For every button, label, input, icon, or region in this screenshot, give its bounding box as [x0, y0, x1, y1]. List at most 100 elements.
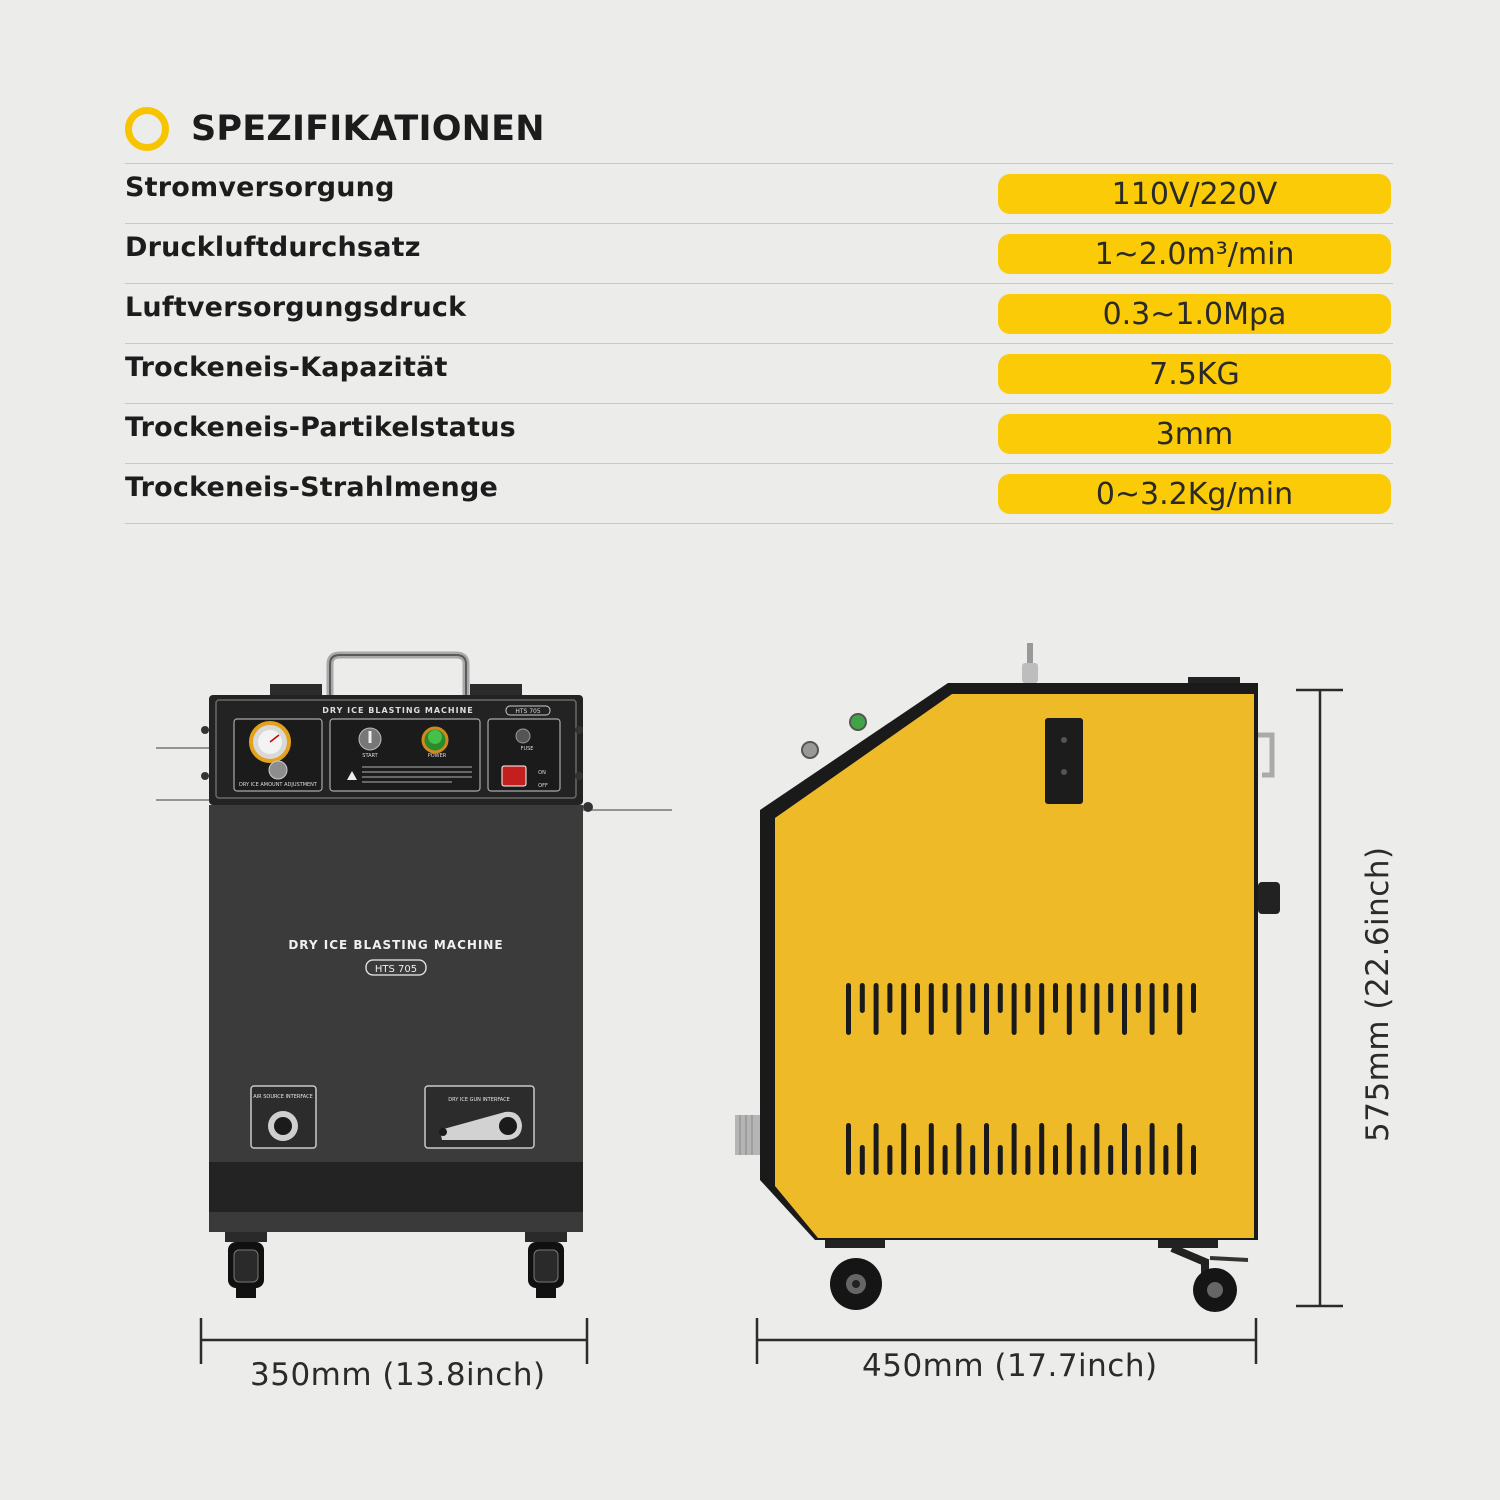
gun-port-icon	[440, 1111, 522, 1140]
vent-slot	[901, 983, 907, 1035]
vent-slot	[1066, 983, 1072, 1035]
side-view	[735, 643, 1280, 1312]
spec-label: Luftversorgungsdruck	[125, 292, 467, 323]
adjust-label: DRY ICE AMOUNT ADJUSTMENT	[239, 782, 318, 788]
on-label: ON	[538, 770, 546, 776]
side-width-dimension: 450mm (17.7inch)	[862, 1348, 1158, 1384]
vent-slot	[970, 983, 976, 1013]
dimension-lines	[199, 688, 1343, 1364]
vent-slots-lower	[846, 1123, 1196, 1175]
vent-slot	[1108, 983, 1114, 1013]
vent-slot	[970, 1145, 976, 1175]
off-label: OFF	[538, 783, 548, 789]
vent-slot	[1191, 1145, 1196, 1175]
vent-slot	[1039, 983, 1045, 1035]
body-model: HTS 705	[375, 964, 417, 975]
panel-model: HTS 705	[515, 708, 541, 715]
vent-slot	[1053, 983, 1058, 1013]
vent-slot	[1094, 983, 1100, 1035]
latch-icon	[1045, 718, 1083, 804]
vent-slot	[859, 983, 865, 1013]
power-label: POWER	[428, 753, 447, 759]
vent-slot	[997, 983, 1003, 1013]
circle-bullet-icon	[125, 107, 169, 151]
vent-slot	[1011, 1123, 1017, 1175]
vent-slot	[984, 983, 989, 1035]
vent-slot	[1025, 1145, 1031, 1175]
front-view: DRY ICE BLASTING MACHINE HTS 705 DRY ICE…	[156, 651, 672, 1298]
section-title: SPEZIFIKATIONEN	[191, 109, 545, 149]
vent-slot	[1149, 1123, 1155, 1175]
vent-slot	[997, 1145, 1003, 1175]
spec-label: Stromversorgung	[125, 172, 395, 203]
warning-icon	[347, 771, 357, 780]
spec-label: Trockeneis-Kapazität	[125, 352, 448, 383]
vent-slot	[873, 983, 879, 1035]
start-label: START	[362, 753, 378, 759]
vent-slot	[1177, 1123, 1183, 1175]
vent-slot	[1149, 983, 1155, 1035]
spec-row: Trockeneis-Strahlmenge 0~3.2Kg/min	[125, 464, 1393, 524]
vent-slot	[956, 983, 962, 1035]
vent-slot	[928, 1123, 934, 1175]
spec-value: 3mm	[998, 414, 1391, 454]
vent-slot	[1011, 983, 1017, 1035]
height-dimension: 575mm (22.6inch)	[1360, 846, 1396, 1142]
spec-value: 0~3.2Kg/min	[998, 474, 1391, 514]
vent-slot	[915, 983, 920, 1013]
vent-slot	[1177, 983, 1183, 1035]
vent-slot	[1135, 983, 1141, 1013]
body-title: DRY ICE BLASTING MACHINE	[288, 938, 503, 952]
spec-label: Trockeneis-Strahlmenge	[125, 472, 499, 503]
power-switch-icon[interactable]	[501, 765, 527, 787]
spec-value: 1~2.0m³/min	[998, 234, 1391, 274]
vent-slots-upper	[846, 983, 1196, 1035]
spec-label: Druckluftdurchsatz	[125, 232, 421, 263]
spec-row: Luftversorgungsdruck 0.3~1.0Mpa	[125, 284, 1393, 344]
vent-slot	[1025, 983, 1031, 1013]
vent-slot	[1080, 983, 1086, 1013]
vent-slot	[928, 983, 934, 1035]
section-header: SPEZIFIKATIONEN	[125, 104, 545, 154]
vent-slot	[1080, 1145, 1086, 1175]
vent-slot	[1066, 1123, 1072, 1175]
vent-slot	[1122, 1123, 1127, 1175]
vent-slot	[915, 1145, 920, 1175]
air-source-label: AIR SOURCE INTERFACE	[253, 1094, 313, 1100]
vent-slot	[887, 1145, 893, 1175]
spec-row: Stromversorgung 110V/220V	[125, 164, 1393, 224]
spec-row: Trockeneis-Kapazität 7.5KG	[125, 344, 1393, 404]
spec-row: Trockeneis-Partikelstatus 3mm	[125, 404, 1393, 464]
vent-slot	[984, 1123, 989, 1175]
adjustment-knob-icon[interactable]	[268, 760, 288, 780]
vent-slot	[1094, 1123, 1100, 1175]
vent-slot	[956, 1123, 962, 1175]
vent-slot	[942, 983, 948, 1013]
panel-title: DRY ICE BLASTING MACHINE	[322, 706, 474, 715]
vent-slot	[859, 1145, 865, 1175]
vent-slot	[1122, 983, 1127, 1035]
vent-slot	[901, 1123, 907, 1175]
spec-label: Trockeneis-Partikelstatus	[125, 412, 516, 443]
spec-value: 7.5KG	[998, 354, 1391, 394]
spec-table: Stromversorgung 110V/220V Druckluftdurch…	[125, 163, 1393, 524]
vent-slot	[1163, 983, 1169, 1013]
spec-row: Druckluftdurchsatz 1~2.0m³/min	[125, 224, 1393, 284]
vent-slot	[846, 1123, 851, 1175]
fuse-icon	[515, 728, 531, 744]
vent-slot	[873, 1123, 879, 1175]
spec-value: 110V/220V	[998, 174, 1391, 214]
vent-slot	[1108, 1145, 1114, 1175]
spec-value: 0.3~1.0Mpa	[998, 294, 1391, 334]
vent-slot	[846, 983, 851, 1035]
vent-slot	[1053, 1145, 1058, 1175]
vent-slot	[1135, 1145, 1141, 1175]
vent-slot	[1163, 1145, 1169, 1175]
vent-slot	[942, 1145, 948, 1175]
vent-slot	[887, 983, 893, 1013]
vent-slot	[1039, 1123, 1045, 1175]
fuse-label: FUSE	[521, 746, 534, 752]
gun-interface-label: DRY ICE GUN INTERFACE	[448, 1097, 510, 1103]
front-width-dimension: 350mm (13.8inch)	[250, 1357, 546, 1393]
